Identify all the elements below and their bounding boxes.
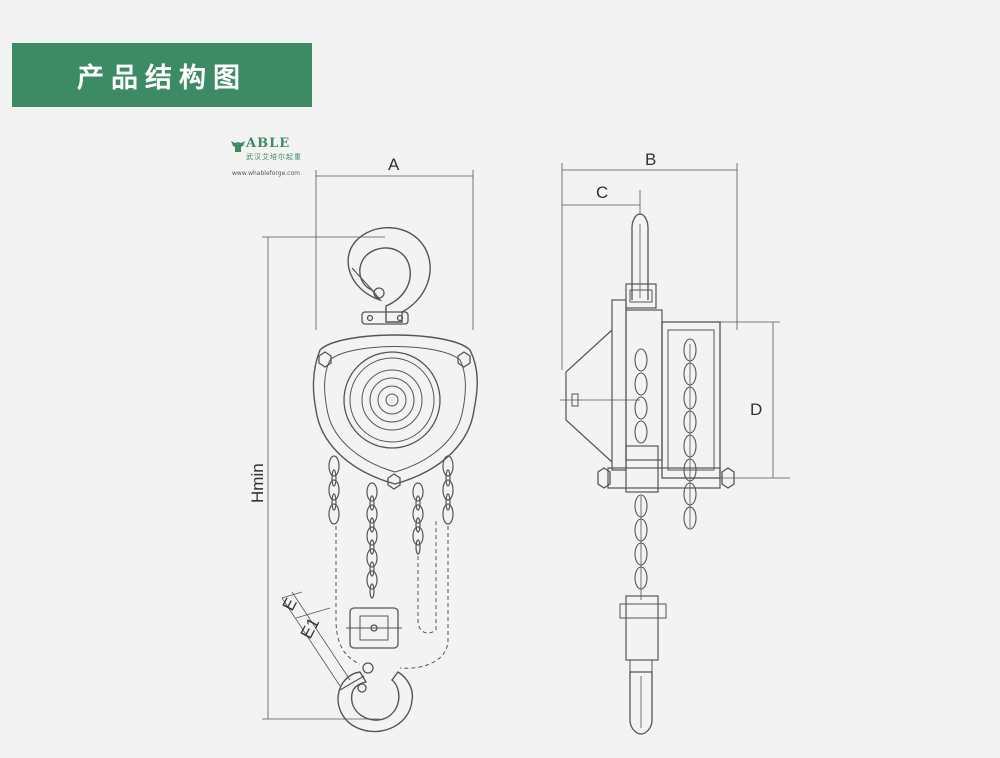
brand-name: ABLE xyxy=(246,136,291,151)
dimension-label-a: A xyxy=(388,155,400,174)
bull-logo-icon xyxy=(231,141,245,152)
brand-url: www.whableforge.com xyxy=(232,170,300,177)
dimension-label-e1: E1 xyxy=(297,615,324,642)
dimension-label-hmin: Hmin xyxy=(248,463,267,503)
brand-logo: ABLE 武汉艾培尔起重 www.whableforge.com xyxy=(228,136,308,182)
page-title: 产品结构图 xyxy=(12,43,312,107)
dimension-label-d: D xyxy=(750,400,762,419)
side-view: B C D xyxy=(560,150,790,735)
brand-chinese-name: 武汉艾培尔起重 xyxy=(246,153,302,161)
front-view: A Hmin xyxy=(248,155,478,733)
dimension-label-c: C xyxy=(596,183,608,202)
dimension-label-e: E xyxy=(279,595,301,614)
dimension-label-b: B xyxy=(645,150,656,169)
